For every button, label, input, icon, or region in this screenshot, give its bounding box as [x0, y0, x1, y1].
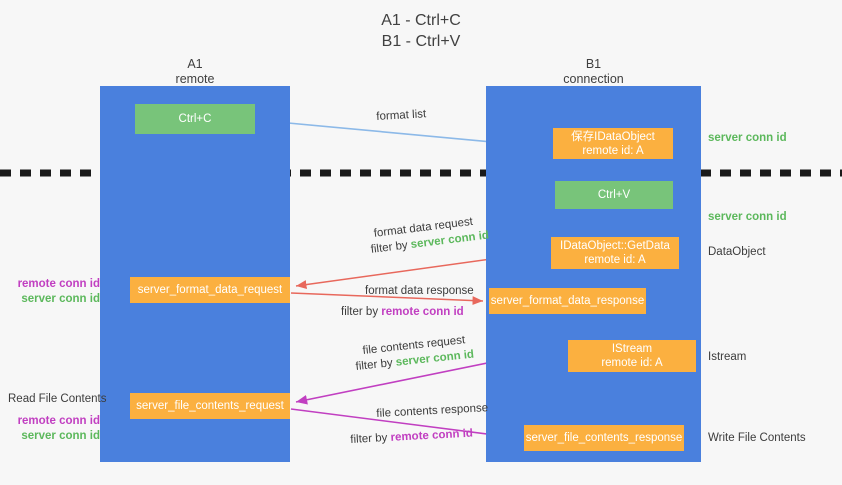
box-idataobject-getdata[interactable]: IDataObject::GetData remote id: A — [551, 237, 679, 269]
box-ctrl-c[interactable]: Ctrl+C — [135, 104, 255, 134]
column-a1-sub: remote — [175, 72, 215, 86]
edge-label-format-data-response-filter: filter by remote conn id — [341, 305, 464, 320]
title-line-2: B1 - Ctrl+V — [381, 33, 461, 50]
label-server-conn-id-mid: server conn id — [708, 211, 787, 223]
filter-value-remote-conn-id: remote conn id — [390, 427, 474, 444]
box-ctrl-c-line1: Ctrl+C — [178, 113, 212, 125]
box-idataobject[interactable]: 保存IDataObject remote id: A — [553, 128, 673, 159]
arrow-format-data-response — [290, 292, 484, 306]
label-istream: Istream — [708, 351, 747, 363]
box-ctrl-v-line1: Ctrl+V — [597, 189, 631, 201]
edge-label-format-data-response: format data response — [365, 285, 474, 297]
label-server-conn-id: server conn id — [21, 293, 100, 305]
arrow-file-contents-response — [290, 408, 519, 442]
box-format-data-response-label: server_format_data_response — [490, 295, 645, 307]
filter-prefix: filter by — [341, 306, 382, 318]
box-idataobject-line2: remote id: A — [582, 144, 644, 157]
column-b1-name: B1 — [585, 57, 602, 71]
label-conn-ids-format: remote conn id server conn id — [8, 277, 100, 307]
box-istream[interactable]: IStream remote id: A — [568, 340, 696, 372]
label-remote-conn-id: remote conn id — [17, 278, 100, 290]
filter-value-remote-conn-id: remote conn id — [381, 306, 464, 318]
label-remote-conn-id: remote conn id — [17, 415, 100, 427]
filter-prefix: filter by — [370, 239, 412, 256]
label-read-file-contents: Read File Contents — [8, 393, 107, 405]
box-getdata-line1: IDataObject::GetData — [560, 240, 670, 252]
label-server-conn-id-top: server conn id — [708, 132, 787, 144]
column-header-a1: A1 remote — [100, 57, 290, 87]
column-a1-name: A1 — [187, 57, 203, 71]
box-server-file-contents-response[interactable]: server_file_contents_response — [524, 425, 684, 451]
box-server-file-contents-request[interactable]: server_file_contents_request — [130, 393, 290, 419]
label-server-conn-id: server conn id — [21, 430, 100, 442]
box-istream-line2: remote id: A — [601, 357, 663, 369]
page-title: A1 - Ctrl+C B1 - Ctrl+V — [0, 10, 842, 52]
edge-label-format-list: format list — [376, 108, 427, 123]
filter-prefix: filter by — [350, 431, 391, 446]
box-server-format-data-request[interactable]: server_format_data_request — [130, 277, 290, 303]
box-idataobject-line1: 保存IDataObject — [571, 130, 655, 143]
column-header-b1: B1 connection — [486, 57, 701, 87]
box-file-contents-response-label: server_file_contents_response — [525, 432, 683, 444]
box-format-data-request-label: server_format_data_request — [137, 284, 283, 296]
box-server-format-data-response[interactable]: server_format_data_response — [489, 288, 646, 314]
filter-prefix: filter by — [355, 356, 397, 373]
box-ctrl-v[interactable]: Ctrl+V — [555, 181, 673, 209]
box-getdata-line2: remote id: A — [584, 254, 646, 266]
label-conn-ids-file: remote conn id server conn id — [8, 414, 100, 444]
box-file-contents-request-label: server_file_contents_request — [136, 400, 284, 412]
label-dataobject: DataObject — [708, 246, 766, 258]
label-write-file-contents: Write File Contents — [708, 432, 806, 444]
column-b1-sub: connection — [563, 72, 624, 86]
title-line-1: A1 - Ctrl+C — [381, 12, 461, 29]
box-istream-line1: IStream — [611, 343, 653, 355]
